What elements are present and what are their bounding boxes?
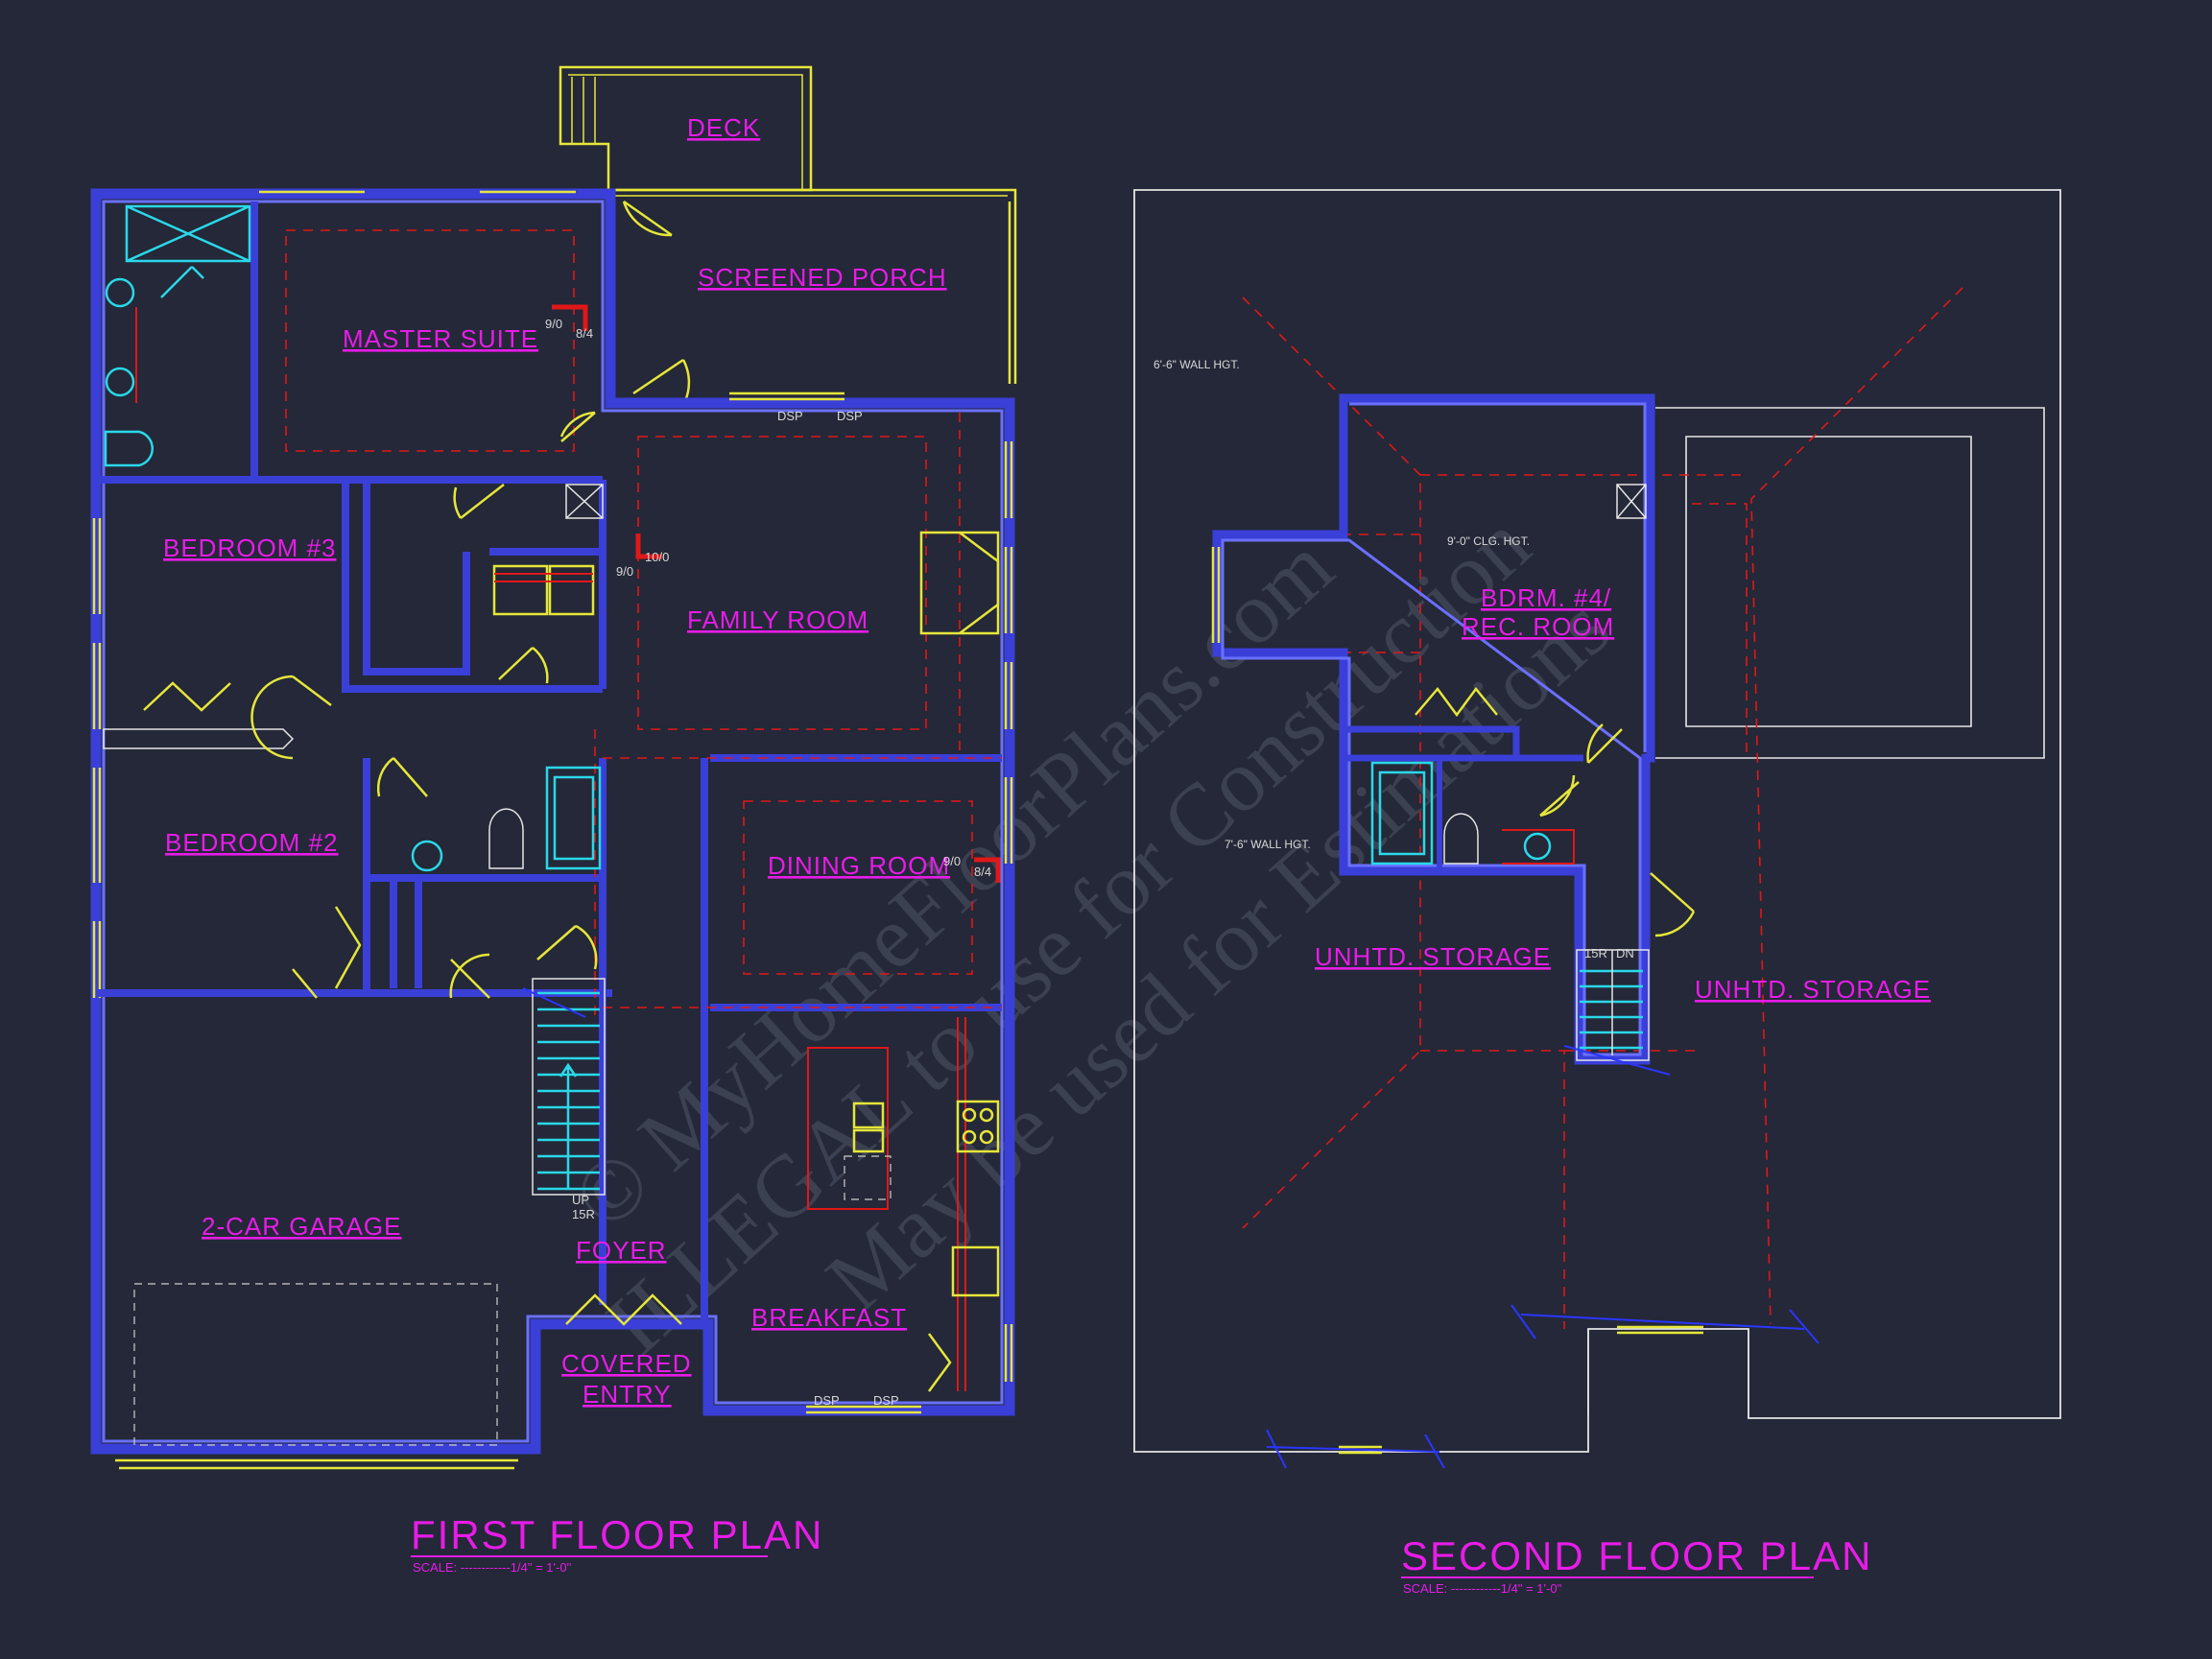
- room-label-rec-room: REC. ROOM: [1462, 612, 1614, 641]
- door-header-dining-b: 8/4: [974, 865, 991, 879]
- room-label-bedroom-3: BEDROOM #3: [163, 533, 337, 562]
- garage-door: [133, 1283, 498, 1446]
- hall-bath: [411, 766, 602, 872]
- room-label-garage: 2-CAR GARAGE: [202, 1212, 402, 1241]
- first-floor-doors: [143, 411, 952, 1392]
- room-label-foyer: FOYER: [576, 1236, 667, 1265]
- second-floor-scale: SCALE: ------------1/4" = 1'-0": [1403, 1581, 1562, 1596]
- kitchen: [844, 1100, 1000, 1297]
- dsp-label-2: DSP: [837, 409, 863, 423]
- room-label-breakfast: BREAKFAST: [751, 1303, 907, 1332]
- dsp-label-4: DSP: [873, 1393, 899, 1408]
- screened-porch: [608, 188, 1017, 402]
- wall-height-note-1: 6'-6" WALL HGT.: [1154, 358, 1240, 371]
- first-floor-dashed-outlines: [285, 229, 1002, 1391]
- second-floor-plan: BDRM. #4/ REC. ROOM UNHTD. STORAGE UNHTD…: [1133, 189, 2061, 1596]
- second-floor-title: SECOND FLOOR PLAN: [1401, 1533, 1872, 1578]
- room-label-deck: DECK: [687, 113, 760, 142]
- second-stair-riser-label: 15R: [1584, 946, 1607, 960]
- room-label-bdrm4: BDRM. #4/: [1481, 583, 1611, 612]
- room-label-family-room: FAMILY ROOM: [687, 605, 868, 634]
- first-floor-windows: [92, 190, 1013, 1470]
- first-floor-plan: DECK SCREENED PORCH MASTER SUITE FAMILY …: [90, 65, 1017, 1575]
- second-stair-dn-label: DN: [1616, 946, 1634, 960]
- dsp-label-3: DSP: [814, 1393, 840, 1408]
- room-label-storage-left: UNHTD. STORAGE: [1315, 942, 1551, 971]
- room-label-screened-porch: SCREENED PORCH: [698, 263, 947, 292]
- second-floor-wall: [1212, 393, 1655, 1065]
- room-label-covered: COVERED: [561, 1349, 692, 1378]
- wall-height-note-2: 7'-6" WALL HGT.: [1225, 838, 1311, 851]
- first-floor-scale: SCALE: ------------1/4" = 1'-0": [413, 1560, 572, 1575]
- room-label-dining-room: DINING ROOM: [768, 851, 950, 880]
- room-label-entry: ENTRY: [583, 1380, 672, 1409]
- door-header-master-b: 8/4: [576, 326, 593, 341]
- watermark: © MyHomeFloorPlans.com ILLEGAL to use fo…: [554, 495, 1628, 1373]
- master-bath: [104, 204, 251, 467]
- deck: [559, 65, 813, 192]
- room-label-bedroom-2: BEDROOM #2: [165, 828, 339, 857]
- first-floor-exterior-wall: [90, 188, 1015, 1455]
- door-header-family-b: 9/0: [616, 564, 633, 579]
- second-floor-roof-outline: [1133, 189, 2061, 1453]
- ceiling-height-note: 9'-0" CLG. HGT.: [1447, 534, 1530, 548]
- first-floor-stairs: [522, 978, 606, 1196]
- stair-up-label: UP: [572, 1193, 589, 1207]
- laundry: [492, 484, 604, 616]
- stair-riser-label: 15R: [572, 1207, 595, 1221]
- door-header-family-a: 10/0: [645, 550, 669, 564]
- fireplace: [919, 531, 1000, 635]
- room-label-storage-right: UNHTD. STORAGE: [1695, 975, 1931, 1004]
- room-label-master-suite: MASTER SUITE: [343, 324, 538, 353]
- second-floor-bath: [1370, 761, 1575, 865]
- second-floor-stairs: [1563, 949, 1671, 1076]
- door-header-master-a: 9/0: [545, 317, 562, 331]
- first-floor-title: FIRST FLOOR PLAN: [411, 1512, 823, 1557]
- dsp-label-1: DSP: [777, 409, 803, 423]
- door-header-dining-a: 9/0: [943, 854, 961, 868]
